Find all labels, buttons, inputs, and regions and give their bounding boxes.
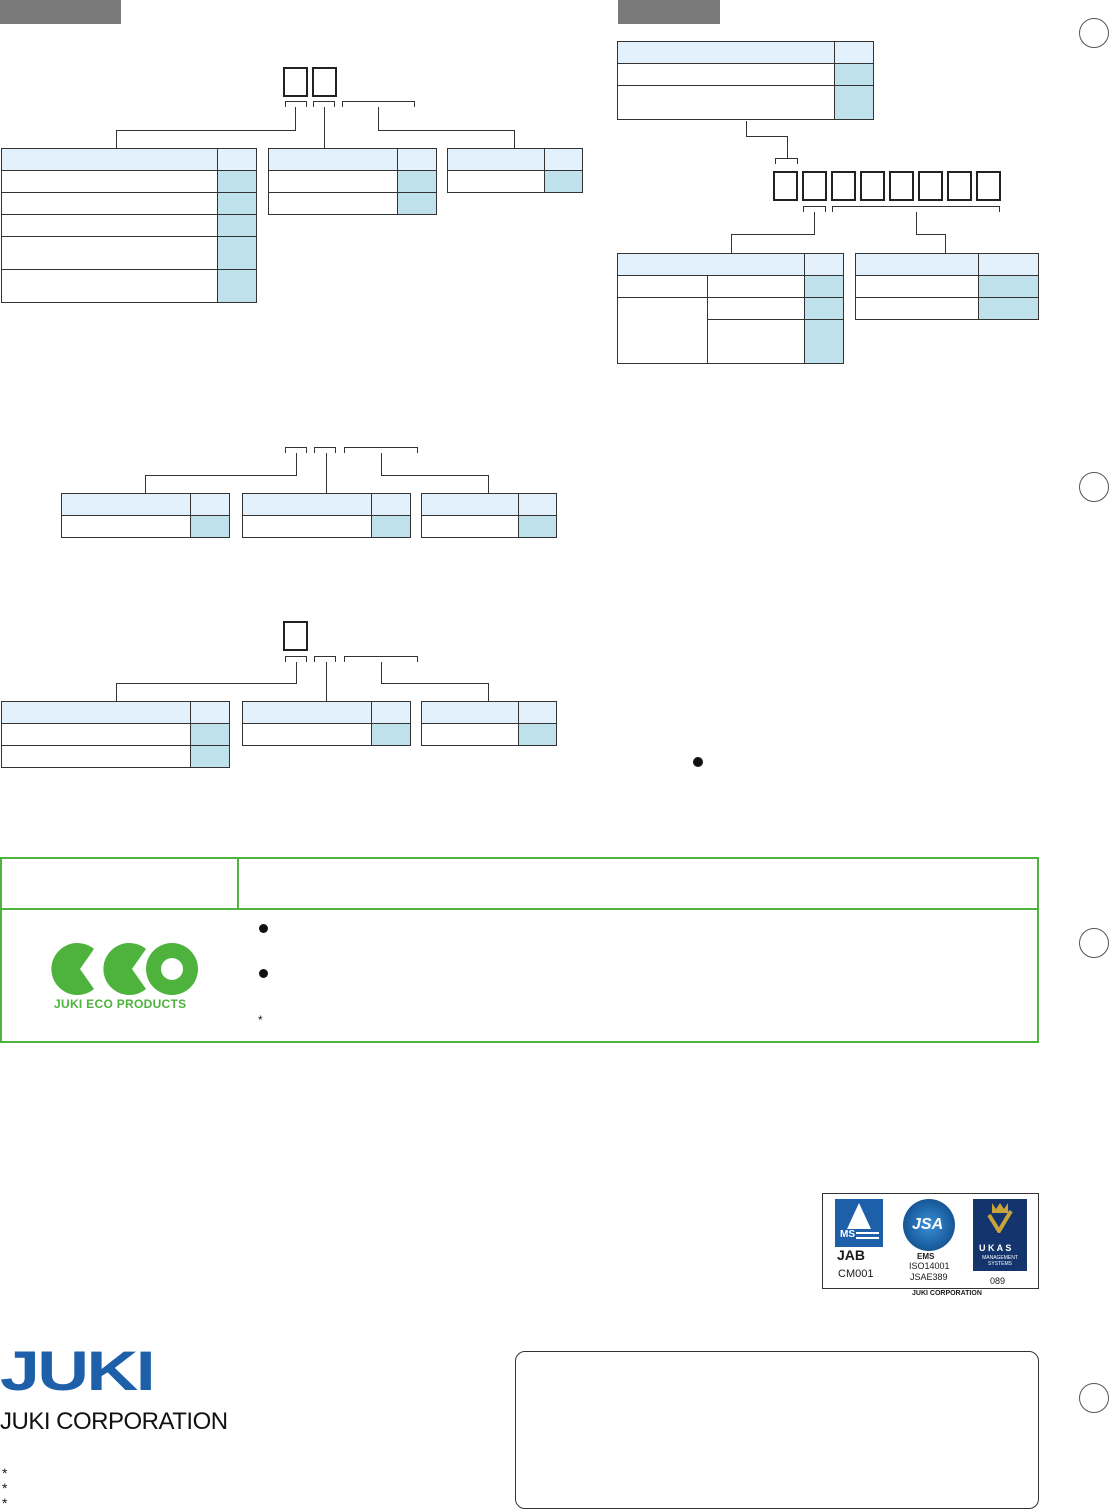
code-box-r7 bbox=[947, 171, 972, 201]
iso-label: ISO14001 bbox=[909, 1261, 950, 1271]
spec-table-2b bbox=[241, 493, 411, 538]
code-box-3 bbox=[283, 621, 308, 651]
code-box-r8 bbox=[976, 171, 1001, 201]
jsae-label: JSAE389 bbox=[910, 1272, 948, 1282]
jab-label: JAB bbox=[837, 1247, 866, 1263]
spec-table-2a bbox=[60, 493, 230, 538]
spec-table-2c bbox=[421, 493, 558, 538]
cert-company: JUKI CORPORATION bbox=[912, 1290, 982, 1297]
code-box-r1 bbox=[773, 171, 798, 201]
footnote-mark-2: * bbox=[2, 1480, 8, 1496]
page-index-circle-1 bbox=[1079, 18, 1109, 48]
jab-ms-icon: MS bbox=[835, 1199, 883, 1247]
spec-table-3a bbox=[0, 701, 230, 768]
spec-table-3c bbox=[421, 701, 558, 746]
footnote-mark-1: * bbox=[2, 1465, 8, 1481]
eco-note-mark: * bbox=[258, 1013, 263, 1027]
page-index-circle-4 bbox=[1079, 1383, 1109, 1413]
ukas-icon: U K A S MANAGEMENT SYSTEMS bbox=[973, 1199, 1027, 1271]
code-box-r2 bbox=[802, 171, 827, 201]
code-box-1 bbox=[283, 67, 308, 97]
ukas-code: 089 bbox=[990, 1276, 1006, 1286]
code-box-2 bbox=[312, 67, 337, 97]
right-section-tab bbox=[618, 0, 720, 24]
certification-panel: MS JAB CM001 JSA EMS ISO14001 JSAE389 U … bbox=[822, 1193, 1039, 1289]
left-section-tab bbox=[0, 0, 121, 24]
code-box-r4 bbox=[860, 171, 885, 201]
code-box-r6 bbox=[918, 171, 943, 201]
code-box-r3 bbox=[831, 171, 856, 201]
page-index-circle-3 bbox=[1079, 928, 1109, 958]
ems-label: EMS bbox=[917, 1252, 935, 1261]
page-index-circle-2 bbox=[1079, 472, 1109, 502]
eco-bullet-1 bbox=[259, 924, 268, 933]
bullet-dot bbox=[693, 757, 703, 767]
contact-box bbox=[515, 1351, 1039, 1509]
spec-table-1a bbox=[0, 148, 257, 303]
spec-table-r2 bbox=[616, 253, 844, 364]
code-box-r5 bbox=[889, 171, 914, 201]
jsa-ems-icon: JSA bbox=[903, 1199, 955, 1251]
eco-logo-icon bbox=[51, 943, 198, 995]
eco-bullet-2 bbox=[259, 969, 268, 978]
juki-logo: JUKI bbox=[0, 1339, 156, 1402]
spec-table-r1 bbox=[616, 41, 874, 120]
eco-caption: JUKI ECO PRODUCTS bbox=[54, 997, 187, 1011]
spec-table-1c bbox=[447, 148, 584, 193]
footnote-mark-3: * bbox=[2, 1495, 8, 1511]
spec-table-r3 bbox=[855, 253, 1040, 320]
eco-panel: JUKI ECO PRODUCTS * bbox=[0, 857, 1039, 1043]
juki-corporation-name: JUKI CORPORATION bbox=[0, 1408, 228, 1435]
spec-table-3b bbox=[241, 701, 411, 746]
jab-code: CM001 bbox=[838, 1268, 874, 1280]
spec-table-1b bbox=[267, 148, 437, 215]
